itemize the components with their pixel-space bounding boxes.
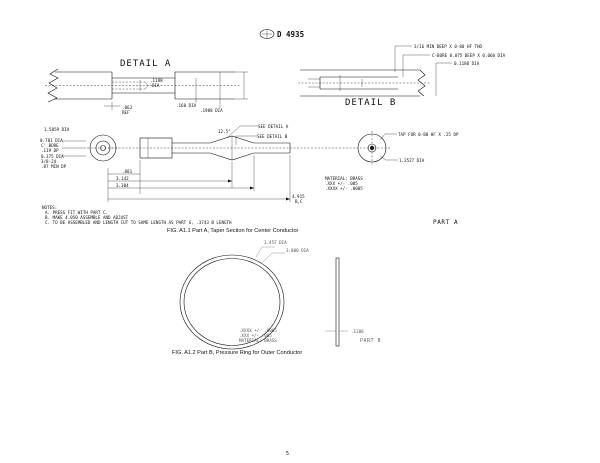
part-b-dia-inner: 3.000 DIA (286, 248, 309, 253)
thread-spec: 3/8-24 (41, 159, 57, 164)
detail-a-dim-063: .063 (122, 105, 133, 110)
part-b-label: PART B (360, 338, 381, 344)
dim-0-781: 0.781 DIA (40, 138, 63, 143)
ref-bc: B,C (295, 199, 303, 204)
note-b: B. MAKE 4.050 ASSEMBLE AND ADJUST (45, 215, 129, 220)
taper-angle: 12.5° (218, 129, 231, 134)
page-number: 5 (286, 451, 289, 457)
detail-b-note-cbore: C-BORE 0.075 DEEP X 0.060 DIA (432, 53, 506, 58)
len-4915: 4.915 (292, 194, 305, 199)
see-detail-b-label: SEE DETAIL B (257, 134, 288, 139)
part-a-material: MATERIAL: BRASS (325, 176, 363, 181)
part-b-tol-2: .XXX +/- .005 (239, 333, 272, 338)
detail-b-drawing (298, 45, 452, 97)
part-b-drawing (179, 246, 348, 350)
len-881: .881 (122, 169, 133, 174)
detail-a-dim-ref: REF (122, 110, 130, 115)
detail-a-dim-dia: DIA (152, 83, 160, 88)
detail-b-note-1188: 0.1188 DIA (454, 61, 480, 66)
dim-0-375: 0.375 DIA (41, 154, 64, 159)
cbore-label: C' BORE (41, 143, 59, 148)
part-b-tol-1: .XXXX +/- .0005 (239, 328, 277, 333)
astm-logo-icon (259, 29, 275, 39)
notes-heading: NOTES: (42, 205, 57, 210)
part-b-thickness: .1188 (351, 329, 364, 334)
part-a-label: PART A (433, 219, 458, 226)
dim-1-5059: 1.5059 DIA (44, 127, 70, 132)
note-a: A. PRESS FIT WITH PART C. (45, 210, 108, 215)
figure-a1-1-caption: FIG. A1.1 Part A, Taper Section for Cent… (167, 228, 299, 234)
detail-b-note-thd: 3/16 MIN DEEP X 0-80 HF THD (414, 44, 483, 49)
designation: D 4935 (277, 30, 304, 39)
part-a-tol-2: .XXXX +/- .0005 (325, 186, 363, 191)
detail-a-drawing (45, 68, 248, 110)
part-a-drawing (62, 125, 398, 202)
min-dp: .87 MIN DP (41, 164, 67, 169)
detail-a-dim-160: .160 DIA (176, 103, 197, 108)
len-3142: 3.142 (116, 176, 129, 181)
tap-note: TAP FOR 0-80 HF X .25 DP (398, 132, 459, 137)
note-c: C. TO BE ASSEMBLED AND LENGTH CUT TO SAM… (45, 220, 232, 225)
detail-a-dim-1188: .1188 (150, 78, 163, 83)
dim-1-2527: 1.2527 DIA (399, 158, 425, 163)
detail-a-dim-1988: .1988 DIA (200, 108, 223, 113)
len-3304: 3.304 (116, 183, 129, 188)
figure-a1-2-caption: FIG. A1.2 Part B, Pressure Ring for Oute… (172, 350, 302, 356)
part-b-dia-outer: 3.457 DIA (264, 240, 287, 245)
detail-b-title: DETAIL B (345, 98, 396, 108)
part-a-tol-1: .XXX +/- .005 (325, 181, 358, 186)
detail-a-title: DETAIL A (120, 59, 171, 69)
see-detail-a-label: SEE DETAIL A (258, 124, 289, 129)
dp-119: .119 DP (41, 148, 59, 153)
part-b-material: MATERIAL: BRASS (239, 338, 277, 343)
